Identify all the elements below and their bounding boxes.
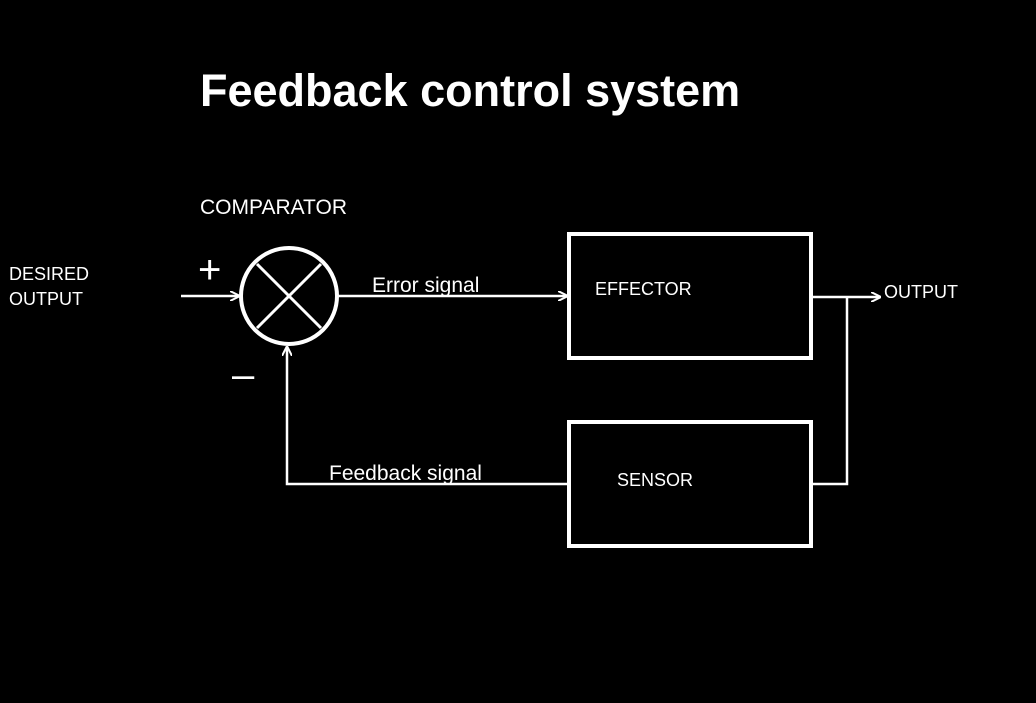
feedback-signal-label: Feedback signal (329, 462, 482, 485)
error-signal-label: Error signal (372, 274, 479, 297)
desired-output-label-line2: OUTPUT (9, 289, 83, 309)
page-title: Feedback control system (200, 65, 740, 116)
effector-label: EFFECTOR (595, 279, 692, 299)
minus-sign: – (232, 353, 255, 397)
output-to-sensor-line (811, 297, 849, 486)
comparator-label: COMPARATOR (200, 196, 347, 219)
plus-sign: + (198, 248, 221, 292)
sensor-label: SENSOR (617, 470, 693, 490)
desired-output-label-line1: DESIRED (9, 264, 89, 284)
feedback-signal-arrow (287, 347, 569, 486)
output-label: OUTPUT (884, 282, 958, 302)
comparator-symbol (239, 246, 339, 346)
